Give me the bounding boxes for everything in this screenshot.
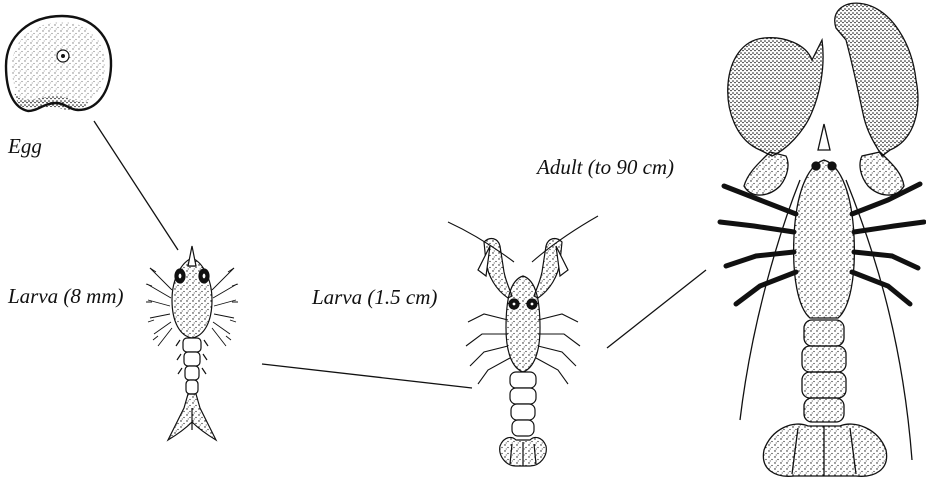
adult-lobster-illustration xyxy=(720,3,924,476)
label-adult: Adult (to 90 cm) xyxy=(537,157,674,178)
connector-larva8-larva15 xyxy=(262,364,472,388)
connector-larva15-adult xyxy=(607,270,706,348)
label-larva-1-5cm: Larva (1.5 cm) xyxy=(312,287,437,308)
egg-illustration xyxy=(6,16,111,111)
connector-egg-larva8 xyxy=(94,121,178,250)
larva-1-5cm-illustration xyxy=(448,216,598,466)
label-larva-8mm: Larva (8 mm) xyxy=(8,286,124,307)
larva-8mm-illustration xyxy=(146,246,238,440)
label-egg: Egg xyxy=(8,136,42,157)
